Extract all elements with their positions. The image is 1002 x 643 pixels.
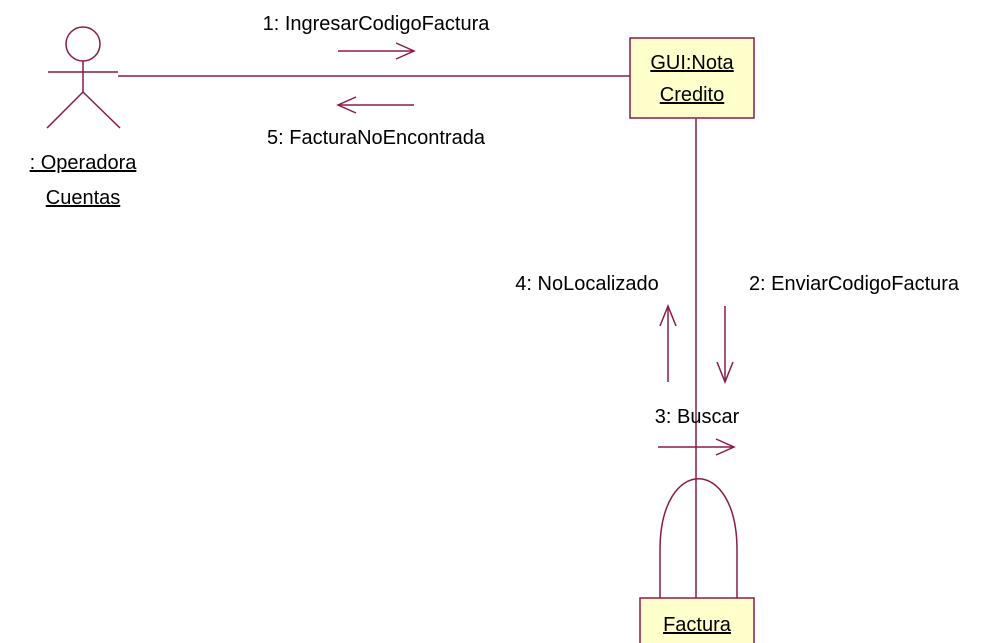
message-5[interactable]: 5: FacturaNoEncontrada — [267, 96, 486, 149]
actor-name-line1: : Operadora — [30, 152, 138, 174]
object-factura[interactable]: Factura — [639, 597, 755, 643]
self-link-factura — [659, 478, 738, 598]
object-gui-box — [629, 37, 755, 119]
message-5-arrow — [336, 96, 414, 114]
message-2-label: 2: EnviarCodigoFactura — [749, 273, 960, 295]
actor-left-leg — [46, 91, 84, 129]
message-5-label: 5: FacturaNoEncontrada — [267, 127, 486, 149]
actor-right-leg — [82, 91, 121, 129]
message-2-arrow — [716, 306, 734, 385]
message-3-label: 3: Buscar — [655, 406, 740, 428]
object-gui-line1: GUI:Nota — [650, 52, 734, 74]
actor-name-line2: Cuentas — [46, 187, 121, 209]
message-4[interactable]: 4: NoLocalizado — [515, 273, 677, 382]
actor-operadora[interactable]: : Operadora Cuentas — [30, 26, 138, 209]
object-gui-nota-credito[interactable]: GUI:Nota Credito — [629, 37, 755, 119]
actor-head — [65, 26, 101, 62]
message-3-arrow — [658, 438, 736, 456]
message-4-label: 4: NoLocalizado — [515, 273, 658, 295]
message-1[interactable]: 1: IngresarCodigoFactura — [263, 13, 491, 60]
message-2[interactable]: 2: EnviarCodigoFactura — [716, 273, 960, 385]
message-1-label: 1: IngresarCodigoFactura — [263, 13, 491, 35]
message-3[interactable]: 3: Buscar — [655, 406, 740, 456]
object-factura-line1: Factura — [663, 614, 732, 636]
message-4-arrow — [659, 303, 677, 382]
object-gui-line2: Credito — [660, 84, 724, 106]
object-factura-box — [639, 597, 755, 643]
message-1-arrow — [338, 42, 416, 60]
